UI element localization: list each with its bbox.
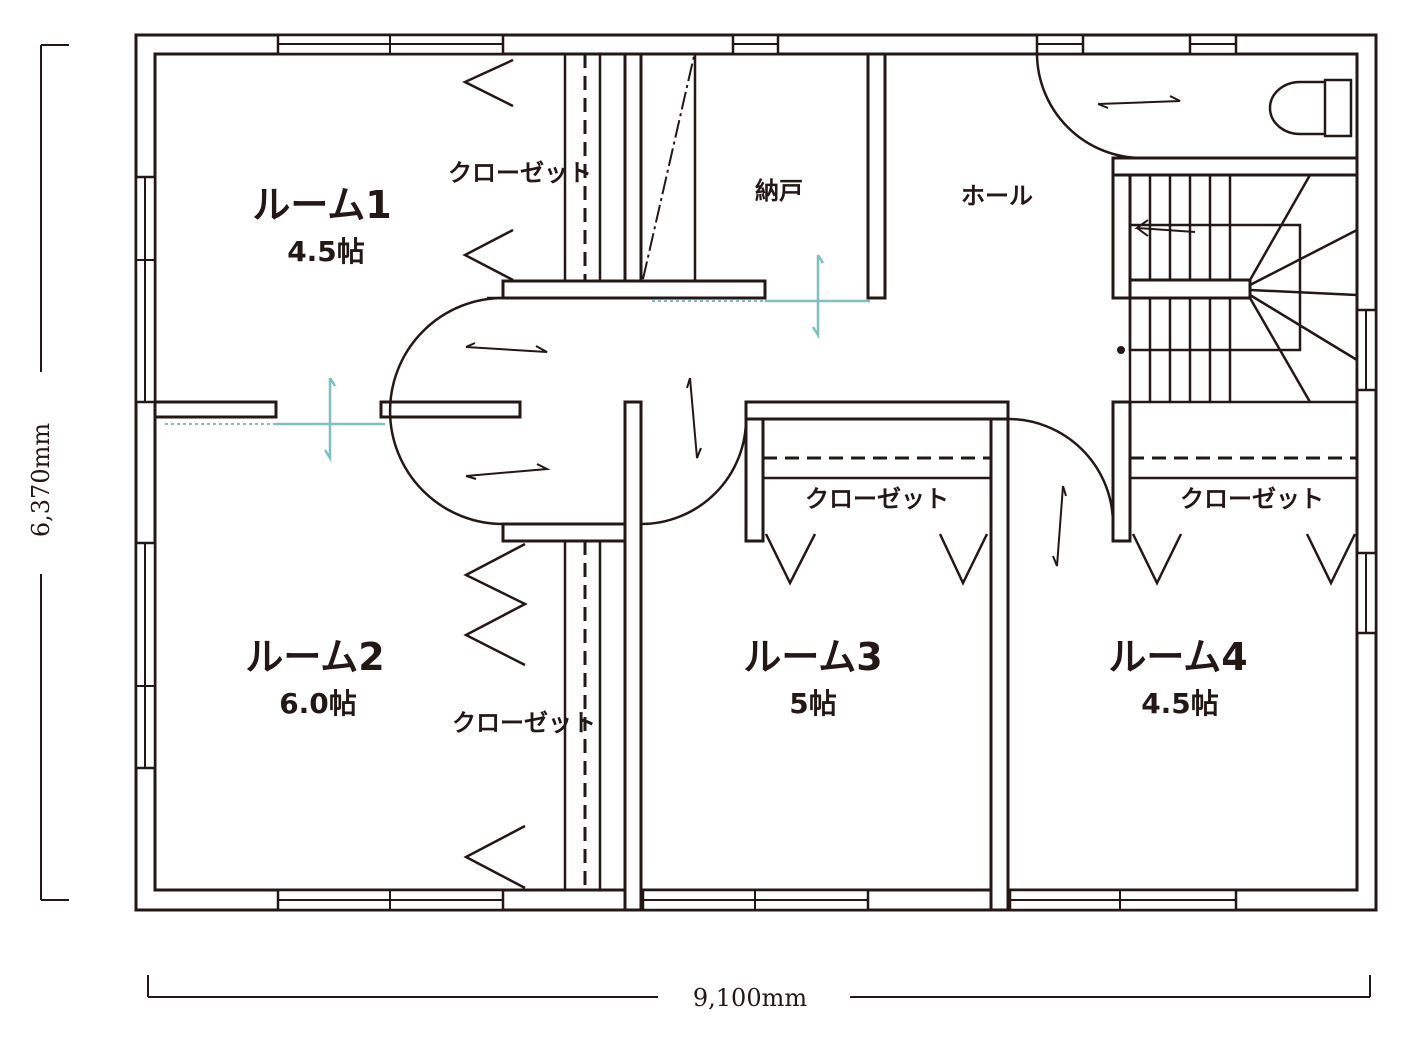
closet-label-room-1: クローゼット xyxy=(448,159,592,187)
closets xyxy=(462,54,1357,890)
hinged-doors xyxy=(388,52,1160,541)
movement-arrows xyxy=(465,95,1181,567)
closet-label-room-2: クローゼット xyxy=(452,709,596,737)
room-2-name: ルーム2 xyxy=(245,635,384,679)
toilet-icon xyxy=(1268,78,1353,138)
room-3-area: 5帖 xyxy=(789,687,836,720)
closet-label-room-3: クローゼット xyxy=(805,485,949,513)
room-1-name: ルーム1 xyxy=(252,183,391,227)
windows xyxy=(134,33,1378,912)
width-dimension: 9,100mm xyxy=(693,984,807,1012)
room-3-name: ルーム3 xyxy=(743,635,882,679)
room-4-area: 4.5帖 xyxy=(1141,687,1219,720)
room-4-name: ルーム4 xyxy=(1108,635,1247,679)
room-2-area: 6.0帖 xyxy=(279,687,357,720)
staircase xyxy=(1117,173,1359,404)
dimension-lines xyxy=(40,44,1371,998)
hall-label: ホール xyxy=(961,182,1033,210)
storage-label: 納戸 xyxy=(755,177,803,205)
room-1-area: 4.5帖 xyxy=(287,235,365,268)
closet-label-room-4: クローゼット xyxy=(1180,485,1324,513)
storage-interior xyxy=(642,54,697,281)
height-dimension: 6,370mm xyxy=(27,423,55,537)
interior-walls xyxy=(153,52,1359,912)
sliding-doors xyxy=(165,254,870,463)
